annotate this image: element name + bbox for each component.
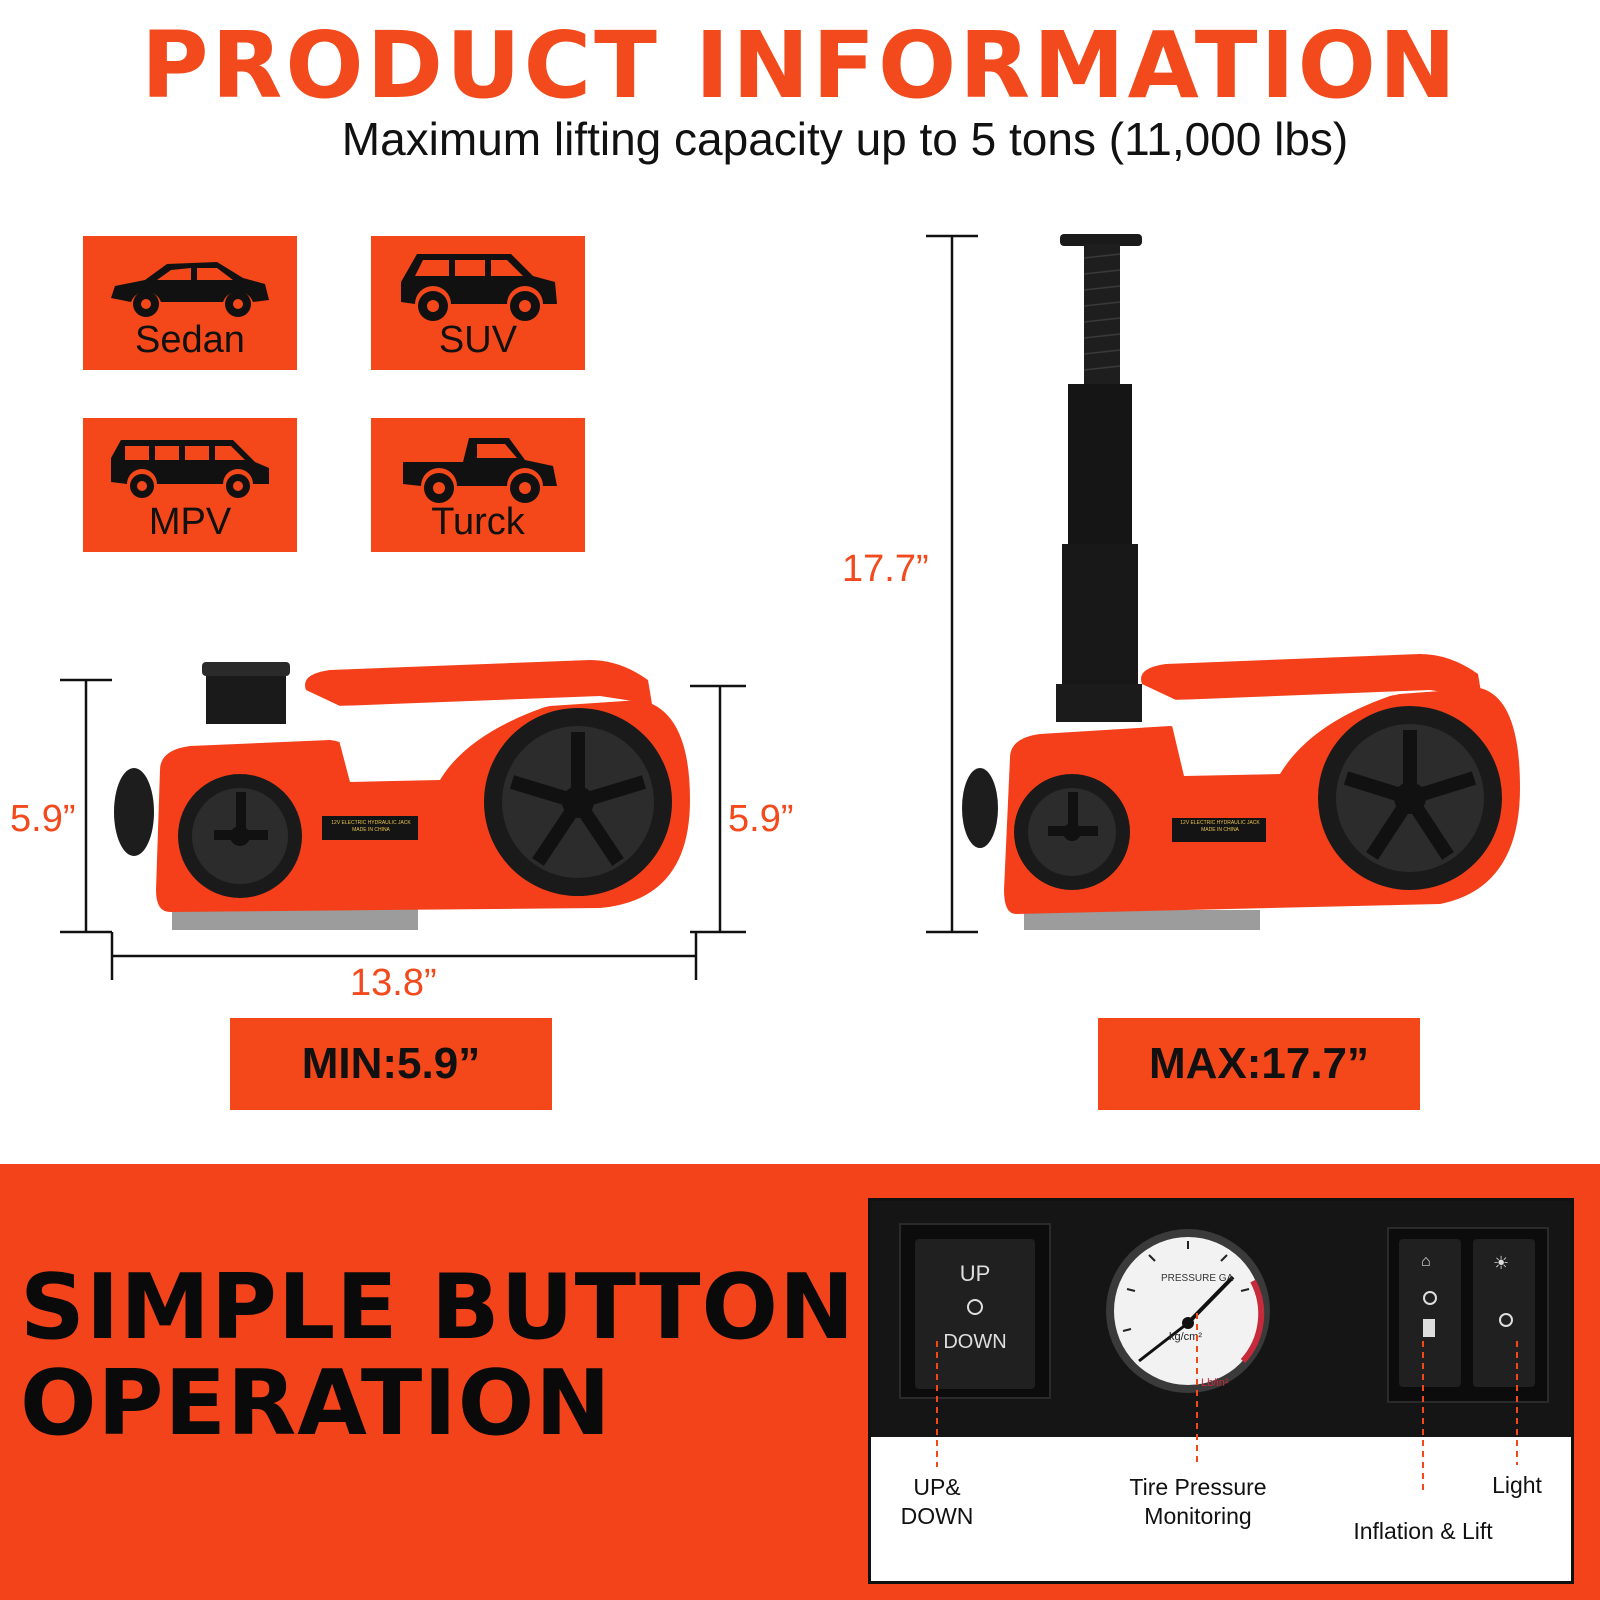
jack-icon [1423,1319,1435,1337]
updown-switch[interactable]: UP DOWN [915,1239,1035,1389]
jack-label-text: 12V ELECTRIC HYDRAULIC JACK [1180,820,1260,826]
dimension-max-height: 17.7” [842,548,929,590]
light-switch[interactable]: ☀ [1473,1239,1535,1387]
jack-min-illustration [60,660,746,980]
dimension-length: 13.8” [350,962,437,1004]
jack-label-max: 12V ELECTRIC HYDRAULIC JACK MADE IN CHIN… [1174,820,1266,834]
jack-sublabel-text: MADE IN CHINA [1201,827,1239,833]
dimension-min-left-height: 5.9” [10,798,76,840]
switch-indicator-icon [967,1299,983,1315]
jack-label-text: 12V ELECTRIC HYDRAULIC JACK [331,820,411,826]
dimension-min-right-height: 5.9” [728,798,794,840]
max-height-badge: MAX:17.7” [1098,1018,1420,1110]
callout-updown: UP& DOWN [900,1474,974,1529]
inflation-lift-switch[interactable]: ⌂ [1399,1239,1461,1387]
vehicle-label: Sedan [135,319,245,361]
vehicle-label: SUV [438,319,518,361]
switch-down-label: DOWN [943,1331,1007,1353]
operation-heading-line1: SIMPLE BUTTON [20,1255,856,1360]
jack-sublabel-text: MADE IN CHINA [352,827,390,833]
min-height-badge: MIN:5.9” [230,1018,552,1110]
vehicle-tile-sedan: Sedan [83,236,297,370]
operation-heading: SIMPLE BUTTON OPERATION [20,1260,855,1452]
mode-switch-housing: ⌂ ☀ [1387,1227,1549,1403]
sedan-icon [111,262,269,317]
jack-max-illustration [926,234,1520,934]
pressure-gauge-icon [1106,1229,1270,1393]
jack-label-min: 12V ELECTRIC HYDRAULIC JACK MADE IN CHIN… [324,820,418,834]
vehicle-label: Turck [431,501,525,543]
callout-tire-pressure: Tire Pressure Monitoring [1129,1474,1267,1529]
truck-icon [403,438,557,503]
callout-light: Light [1492,1472,1542,1498]
vehicle-tile-suv: SUV [371,236,585,370]
switch-indicator-icon [1423,1291,1437,1305]
callout-leaders [936,1313,1518,1493]
gauge-unit-lb: Lb/in² [1201,1377,1229,1389]
control-panel: UP DOWN PRESSURE GA kg/cm² Lb/in² ⌂ ☀ [868,1198,1574,1584]
vehicle-label: MPV [148,501,232,543]
light-bulb-icon: ☀ [1493,1253,1510,1273]
suv-icon [401,254,557,321]
switch-up-label: UP [959,1261,991,1286]
vehicle-tile-mpv: MPV [83,418,297,552]
operation-heading-line2: OPERATION [20,1351,612,1456]
fan-icon: ⌂ [1421,1253,1431,1270]
callout-inflation-lift: Inflation & Lift [1353,1518,1493,1544]
gauge-title: PRESSURE GA [1161,1273,1234,1284]
switch-indicator-icon [1499,1313,1513,1327]
mpv-icon [111,440,269,498]
gauge-unit-kg: kg/cm² [1169,1331,1202,1343]
vehicle-tile-truck: Turck [371,418,585,552]
updown-switch-housing: UP DOWN [899,1223,1051,1399]
page-subtitle: Maximum lifting capacity up to 5 tons (1… [341,113,1349,165]
page-title: PRODUCT INFORMATION [141,12,1459,119]
